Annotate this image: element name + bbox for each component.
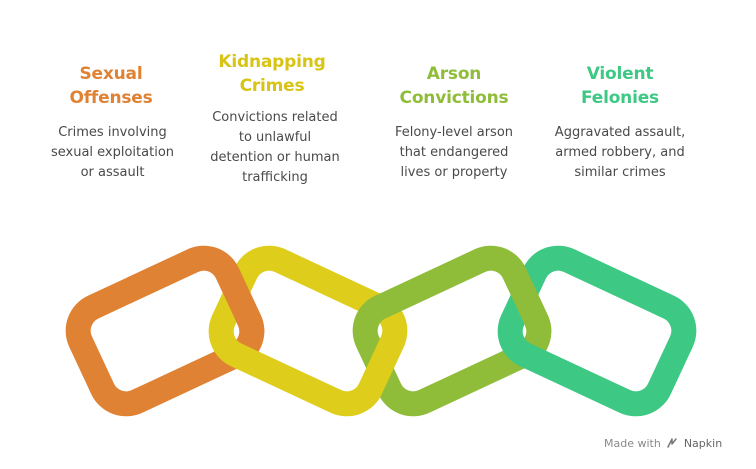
sexual-offenses-title: Sexual Offenses [69,64,153,108]
made-with-napkin-credit: Made with Napkin [604,437,722,450]
violent-felonies-description: Aggravated assault, armed robbery, and s… [554,125,686,180]
credit-brand: Napkin [683,437,723,450]
violent-felonies-title: Violent Felonies [581,64,659,108]
arson-convictions-description: Felony-level arson that endangered lives… [394,125,514,180]
kidnapping-crimes-title: Kidnapping Crimes [218,52,326,96]
arson-convictions-title: Arson Convictions [399,64,509,108]
sexual-offenses-description: Crimes involving sexual exploitation or … [50,125,175,180]
napkin-logo-icon [667,438,678,448]
credit-prefix: Made with [604,437,661,450]
kidnapping-crimes-description: Convictions related to unlawful detentio… [210,110,340,185]
